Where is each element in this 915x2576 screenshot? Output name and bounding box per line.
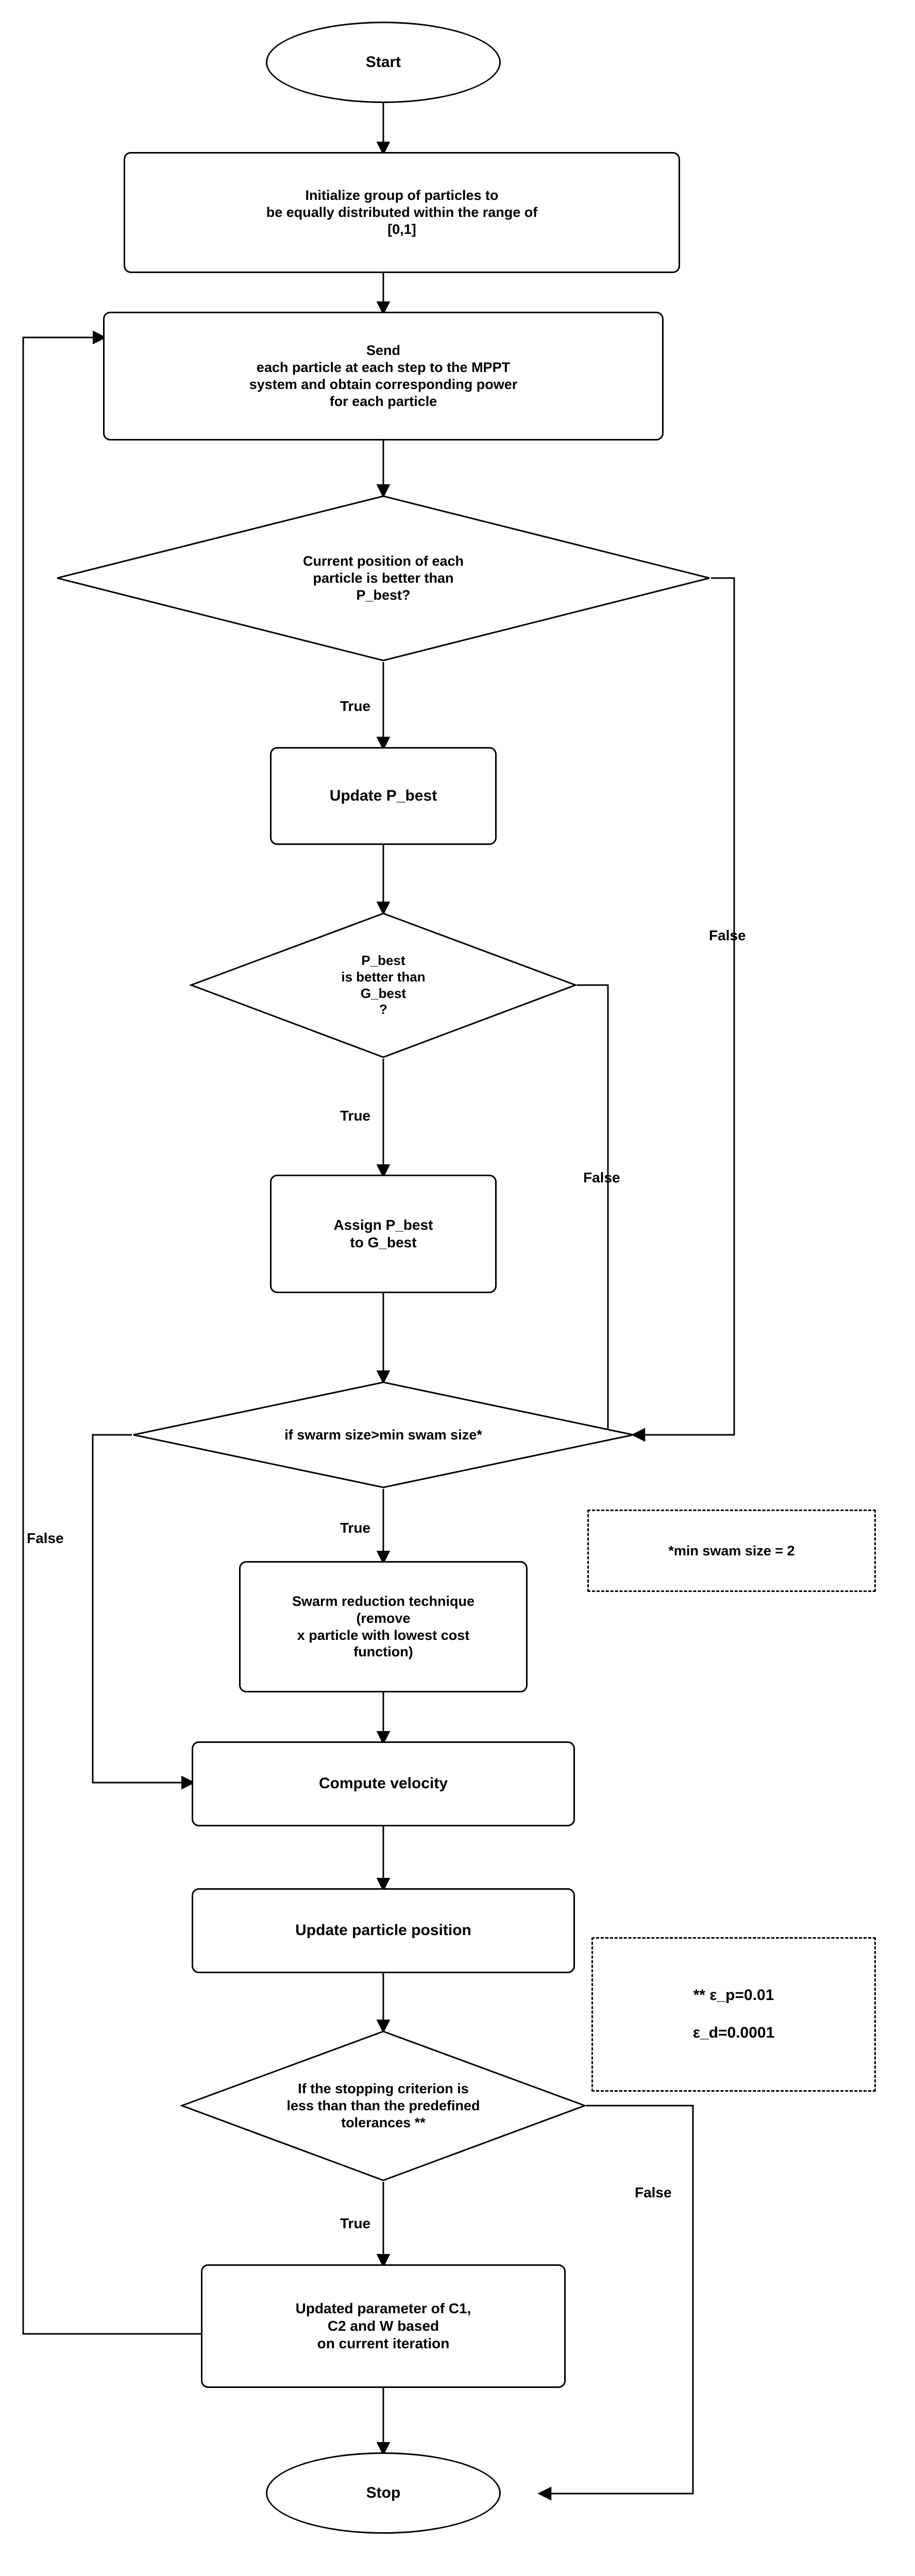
decision-shape-stopping-criterion <box>180 2030 586 2181</box>
edge-label-true-swarm: True <box>340 1520 371 1536</box>
edge-label-false-swarm: False <box>27 1530 64 1546</box>
note-tolerances-label: ** ε_p=0.01 ε_d=0.0001 <box>692 1987 775 2042</box>
edge-label-true-stopping: True <box>340 2215 371 2231</box>
node-send-particles-label: Send each particle at each step to the M… <box>249 343 518 409</box>
decision-shape-pbest-vs-gbest <box>190 912 577 1058</box>
node-update-particle-position: Update particle position <box>192 1888 575 1973</box>
node-decision-swarm-size-label: if swarm size>min swam size* <box>284 1427 482 1443</box>
edge-label-false-stopping: False <box>635 2184 672 2200</box>
node-decision-current-position-label: Current position of each particle is bet… <box>302 553 464 603</box>
node-update-particle-position-label: Update particle position <box>295 1922 471 1939</box>
edge-label-false-current-position: False <box>709 927 746 943</box>
node-decision-pbest-vs-gbest-label: P_best is better than G_best ? <box>341 953 426 1018</box>
node-update-pbest: Update P_best <box>270 747 497 845</box>
node-start: Start <box>266 22 501 103</box>
decision-shape-current-position <box>57 495 710 662</box>
edge-label-true-current-position: True <box>340 698 371 714</box>
node-compute-velocity-label: Compute velocity <box>318 1775 448 1792</box>
node-compute-velocity: Compute velocity <box>192 1741 575 1826</box>
edge-label-true-pbest: True <box>340 1108 371 1124</box>
node-stop: Stop <box>266 2452 501 2534</box>
node-decision-current-position: Current position of each particle is bet… <box>56 495 711 662</box>
node-assign-pbest-to-gbest: Assign P_best to G_best <box>270 1175 497 1293</box>
node-update-parameters-label: Updated parameter of C1, C2 and W based … <box>295 2300 471 2352</box>
node-decision-stopping-criterion: If the stopping criterion is less than t… <box>180 2030 586 2182</box>
node-decision-stopping-criterion-label: If the stopping criterion is less than t… <box>286 2081 480 2130</box>
node-decision-pbest-vs-gbest: P_best is better than G_best ? <box>190 912 577 1059</box>
note-min-swarm-size-label: *min swam size = 2 <box>668 1543 795 1558</box>
decision-shape-swarm-size <box>133 1381 634 1488</box>
node-initialize-particles-label: Initialize group of particles to be equa… <box>266 188 538 237</box>
node-start-label: Start <box>365 53 401 71</box>
node-swarm-reduction-label: Swarm reduction technique (remove x part… <box>292 1593 475 1660</box>
node-send-particles: Send each particle at each step to the M… <box>103 312 664 440</box>
node-initialize-particles: Initialize group of particles to be equa… <box>124 152 680 273</box>
node-decision-swarm-size: if swarm size>min swam size* <box>132 1381 635 1489</box>
node-update-pbest-label: Update P_best <box>329 787 437 804</box>
edge-label-false-pbest: False <box>583 1170 620 1185</box>
note-tolerances: ** ε_p=0.01 ε_d=0.0001 <box>591 1937 876 2092</box>
node-assign-pbest-to-gbest-label: Assign P_best to G_best <box>333 1216 433 1250</box>
note-min-swarm-size: *min swam size = 2 <box>587 1510 876 1592</box>
node-stop-label: Stop <box>366 2484 401 2501</box>
node-update-parameters: Updated parameter of C1, C2 and W based … <box>201 2264 566 2388</box>
node-swarm-reduction: Swarm reduction technique (remove x part… <box>239 1561 528 1692</box>
